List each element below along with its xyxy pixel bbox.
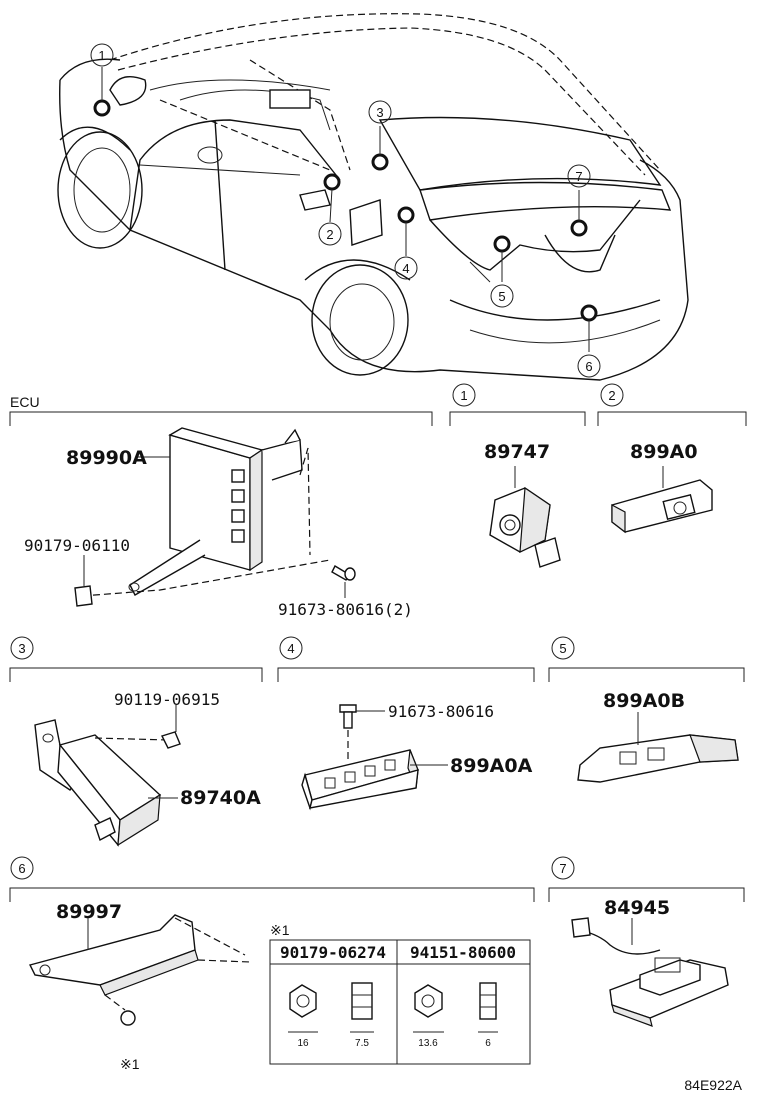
callout-4: 4	[402, 261, 409, 276]
section-ecu: ECU 89990A 90179-06110 91673-80616(2)	[9, 394, 433, 619]
section-4: 4 91673-80616 899A0A	[277, 636, 535, 811]
callout-7: 7	[575, 169, 582, 184]
part-91673-80616-2: 91673-80616(2)	[278, 600, 413, 619]
ecu-title: ECU	[10, 394, 40, 410]
section-3-number: 3	[18, 641, 25, 656]
part-84945: 84945	[604, 897, 670, 919]
section-5-number: 5	[559, 641, 566, 656]
part-91673-80616: 91673-80616	[388, 702, 494, 721]
part-899A0B: 899A0B	[603, 690, 685, 712]
part-89990A: 89990A	[66, 447, 147, 469]
callout-1: 1	[98, 48, 105, 63]
section-4-number: 4	[287, 641, 294, 656]
section-6-number: 6	[18, 861, 25, 876]
dim-6: 6	[485, 1038, 491, 1049]
section-2: 2 899A0	[597, 383, 747, 534]
dim-16: 16	[297, 1038, 309, 1049]
section-2-number: 2	[608, 388, 615, 403]
part-89997: 89997	[56, 901, 122, 923]
callout-2: 2	[326, 227, 333, 242]
section-7: 7 84945	[548, 856, 745, 1027]
section-7-number: 7	[559, 861, 566, 876]
section-6: 6 89997 ※1 ※1 90179-06274 94151-80600	[9, 856, 535, 1072]
section-5: 5 899A0B	[548, 636, 745, 783]
table-header-2: 94151-80600	[410, 943, 516, 962]
dim-7-5: 7.5	[355, 1038, 369, 1049]
section-1: 1 89747	[449, 383, 586, 568]
part-89747: 89747	[484, 441, 550, 463]
section-3: 3 90119-06915 89740A	[9, 636, 263, 847]
table-header-1: 90179-06274	[280, 943, 386, 962]
part-899A0: 899A0	[630, 441, 698, 463]
car-illustration: 1 2 3 4 5 7 6	[57, 13, 689, 381]
part-89740A: 89740A	[180, 787, 261, 809]
figure-code: 84E922A	[684, 1077, 742, 1093]
callout-3: 3	[376, 105, 383, 120]
part-899A0A: 899A0A	[450, 755, 533, 777]
callout-6: 6	[585, 359, 592, 374]
section-1-number: 1	[460, 388, 467, 403]
callout-5: 5	[498, 289, 505, 304]
dim-13-6: 13.6	[418, 1038, 438, 1049]
table-title: ※1	[270, 922, 290, 938]
note-mark: ※1	[120, 1056, 140, 1072]
part-90179-06110: 90179-06110	[24, 536, 130, 555]
part-90119-06915: 90119-06915	[114, 690, 220, 709]
